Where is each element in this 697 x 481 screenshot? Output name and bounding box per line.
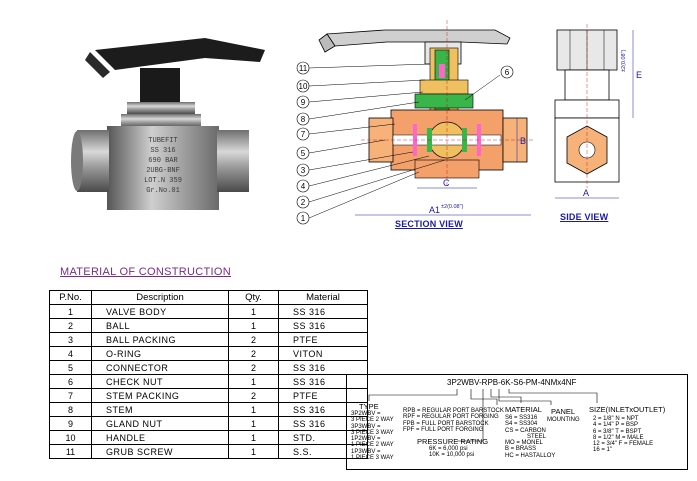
callout-4: 4 xyxy=(301,182,306,191)
mounting-label: MOUNTING xyxy=(547,417,580,423)
pressure-label: PRESSURE RATING xyxy=(417,437,489,446)
header-pno: P.No. xyxy=(49,290,92,305)
dim-a1: A1 xyxy=(429,205,440,215)
callout-9: 9 xyxy=(301,98,306,107)
section-view-drawing: 11 10 9 8 7 5 3 4 2 1 6 B C A1 ±2(0.08") xyxy=(296,20,535,225)
callout-5: 5 xyxy=(301,149,306,158)
dim-a1-tol: ±2(0.08") xyxy=(441,204,464,210)
dim-c: C xyxy=(443,178,450,188)
callout-8: 8 xyxy=(301,115,306,124)
table-header-row: P.No. Description Qty. Material xyxy=(49,290,368,305)
port-list: RPB = REGULAR PORT BARSTOCK RPF = REGULA… xyxy=(403,408,504,433)
header-material: Material xyxy=(278,290,368,305)
svg-text:LOT.N 359: LOT.N 359 xyxy=(144,177,182,185)
material-code-list: S6 = SS316 S4 = SS304 CS = CARBON STEEL … xyxy=(505,415,556,459)
material-code-label: MATERIAL xyxy=(505,405,542,414)
pressure-list: 6K = 6,000 psi 10K = 10,000 psi xyxy=(429,446,475,459)
valve-photo: TUBEFIT SS 316 690 BAR 2UBG-BNF LOT.N 35… xyxy=(71,38,265,210)
type-list: 3P2WBV = 3 PIECE 2 WAY 3P3WBV = 3 PIECE … xyxy=(351,411,394,462)
size-list: 2 = 1/8" N = NPT 4 = 1/4" P = BSP 6 = 3/… xyxy=(593,416,654,454)
header-qty: Qty. xyxy=(228,290,279,305)
dim-e-tol: ±2(0.08") xyxy=(621,49,627,72)
callout-11: 11 xyxy=(299,64,308,73)
dim-e: E xyxy=(636,70,642,80)
callout-7: 7 xyxy=(301,130,306,139)
section-view-caption: SECTION VIEW xyxy=(395,219,463,229)
svg-text:Gr.No.01: Gr.No.01 xyxy=(146,187,180,195)
panel-label: PANEL xyxy=(551,407,576,416)
ordering-code: 3P2WBV-RPB-6K-S6-PM-4NMx4NF xyxy=(447,378,577,387)
ordering-leader-lines xyxy=(368,389,598,442)
callout-10: 10 xyxy=(299,82,308,91)
svg-text:690 BAR: 690 BAR xyxy=(148,157,178,165)
side-view-caption: SIDE VIEW xyxy=(560,212,609,222)
type-label: TYPE xyxy=(359,402,379,411)
callout-1: 1 xyxy=(301,214,306,223)
ordering-code-box: 3P2WBV-RPB-6K-S6-PM-4NMx4NF TYPE 3P2WBV … xyxy=(346,374,688,470)
callout-6: 6 xyxy=(505,68,510,77)
svg-text:2UBG-BNF: 2UBG-BNF xyxy=(146,167,180,175)
svg-text:TUBEFIT: TUBEFIT xyxy=(148,137,177,145)
dim-a: A xyxy=(583,188,589,198)
callout-3: 3 xyxy=(301,166,306,175)
dim-b: B xyxy=(520,136,526,146)
header-description: Description xyxy=(91,290,229,305)
engraving: TUBEFIT SS 316 690 BAR 2UBG-BNF LOT.N 35… xyxy=(144,137,182,195)
callout-2: 2 xyxy=(301,198,306,207)
material-title: MATERIAL OF CONSTRUCTION xyxy=(60,266,231,278)
side-view-drawing: E A ±2(0.08") xyxy=(554,24,642,199)
handle-shape xyxy=(326,29,511,47)
svg-text:SS 316: SS 316 xyxy=(150,147,175,155)
size-label: SIZE(INLETxOUTLET) xyxy=(589,405,666,414)
